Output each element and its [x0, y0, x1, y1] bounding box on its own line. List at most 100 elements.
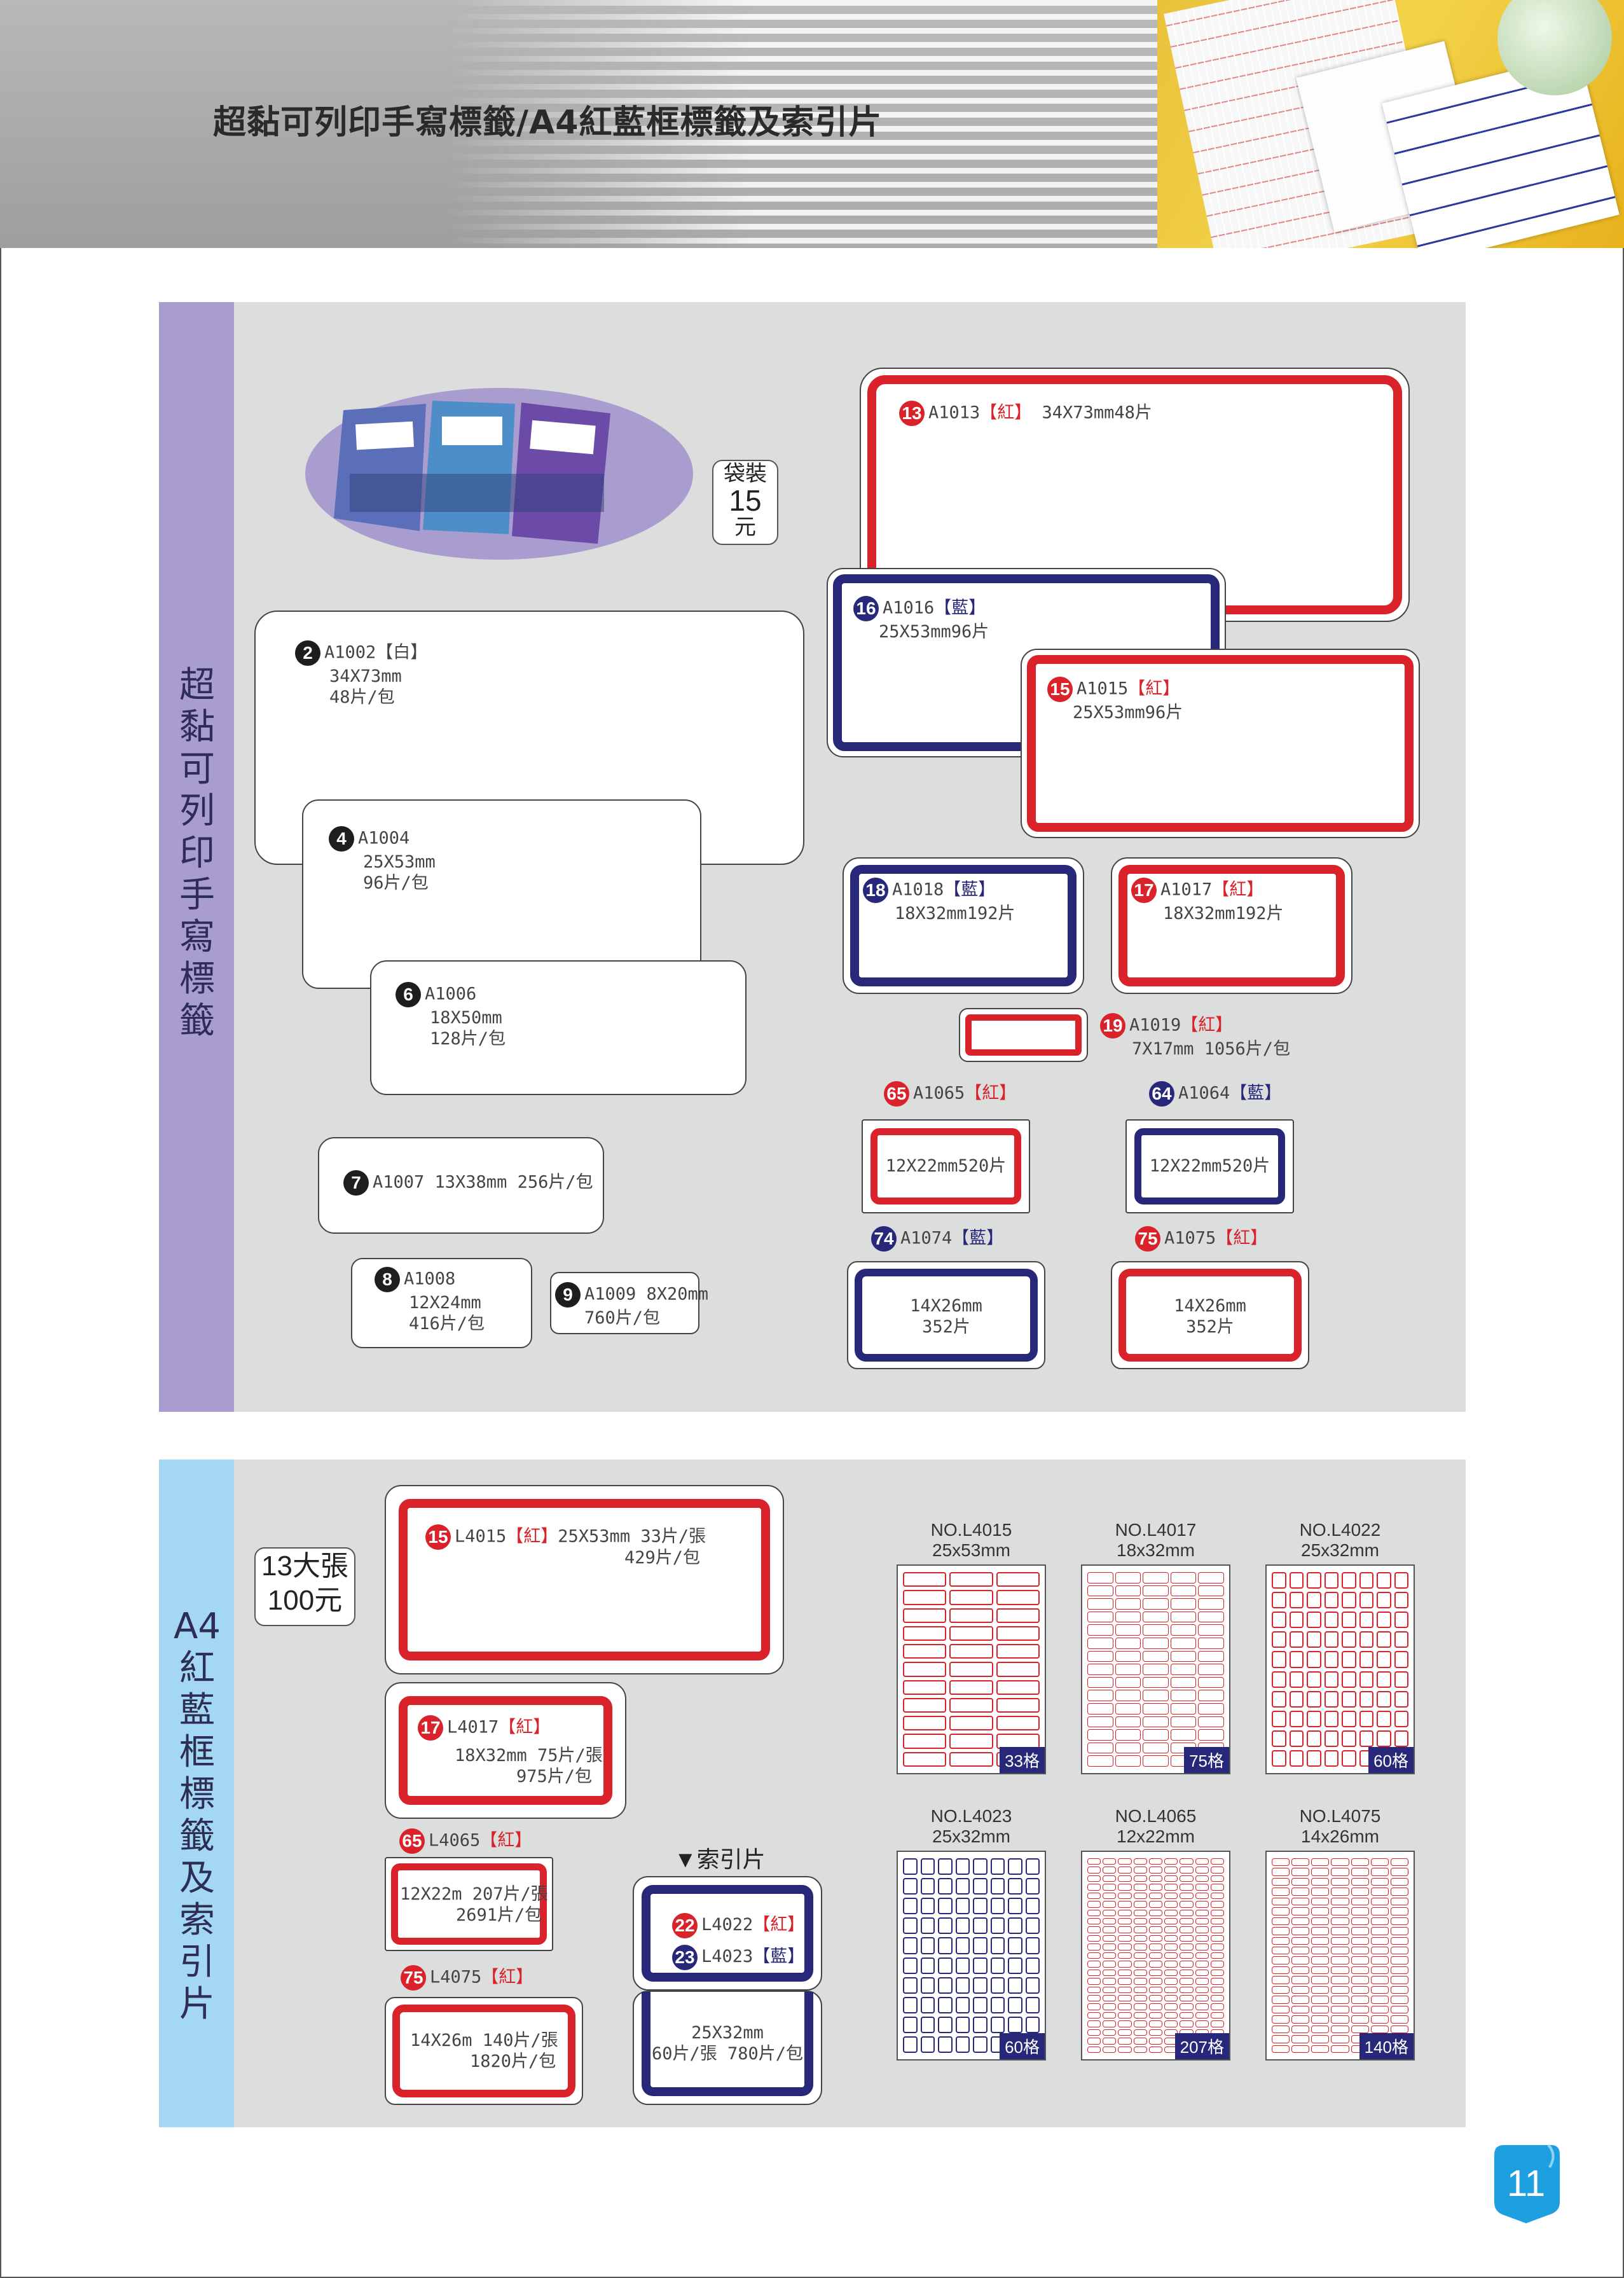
- item-qty: 352片: [1186, 1317, 1234, 1337]
- sheet-cell: [1087, 1676, 1113, 1688]
- sheet-cell: [1133, 1884, 1147, 1891]
- sheet-cell: [1272, 1888, 1290, 1896]
- sheet-preview: 140格: [1265, 1851, 1415, 2061]
- item-size: 14X26mm: [1174, 1296, 1246, 1316]
- sheet-cell: [990, 1858, 1005, 1875]
- item-spec: 18X32mm 75片/張: [455, 1746, 603, 1765]
- sheet-count-badge: 33格: [1000, 1747, 1045, 1773]
- sheet-cell: [1291, 1877, 1310, 1886]
- sheet-size: 14x26mm: [1301, 1826, 1379, 1846]
- sheet-cell: [1291, 1927, 1310, 1935]
- sheet-cell: [1180, 1926, 1194, 1933]
- item-number-badge: 74: [871, 1226, 897, 1252]
- price-tag: 袋裝 15 元: [712, 460, 778, 545]
- sheet-cell: [1118, 2020, 1132, 2027]
- sheet-cell: [996, 1626, 1040, 1641]
- sheet-cell: [1087, 1875, 1101, 1882]
- sheet-cell: [1148, 1892, 1163, 1900]
- sheet-cell: [1291, 1936, 1310, 1945]
- sheet-cell: [1342, 1572, 1356, 1589]
- sheet-cell: [1170, 1598, 1197, 1610]
- sheet-cell: [1311, 2005, 1330, 2014]
- sheet-cell: [903, 1898, 918, 1915]
- sheet-cell: [1164, 2029, 1178, 2036]
- sheet-cell: [1195, 1926, 1209, 1933]
- sheet-code: NO.L4075: [1299, 1806, 1381, 1826]
- sheet-cell: [1272, 1710, 1286, 1727]
- sheet-cell: [903, 1644, 947, 1659]
- sheet-cell: [1087, 1638, 1113, 1649]
- sheet-cell: [1025, 1957, 1040, 1974]
- sheet-cell: [1008, 1937, 1022, 1954]
- sheet-cell: [1118, 1858, 1132, 1865]
- sheet-cell: [1143, 1690, 1169, 1701]
- item-number-badge: 15: [1047, 677, 1073, 702]
- sheet-cell: [920, 1957, 935, 1974]
- sheet-cell: [973, 1898, 987, 1915]
- sheet-cell: [1008, 2016, 1022, 2033]
- sheet-cell: [973, 1937, 987, 1954]
- sheet-cell: [1115, 1742, 1141, 1754]
- sheet-cell: [1195, 1994, 1209, 2002]
- sheet-cell: [1307, 1690, 1321, 1708]
- item-qty: 429片/包: [624, 1548, 701, 1568]
- sheet-cell: [1148, 2038, 1163, 2045]
- sheet-cell: [1272, 1858, 1290, 1867]
- sheet-cell: [1342, 1592, 1356, 1609]
- sheet-cell: [1390, 2005, 1408, 2014]
- sheet-cell: [1180, 1909, 1194, 1917]
- item-qty: 352片: [922, 1317, 970, 1337]
- sheet-cell: [1331, 1907, 1349, 1916]
- sheet-cell: [1351, 1868, 1369, 1876]
- label-a1019: [959, 1008, 1088, 1062]
- item-code: L4075: [430, 1967, 482, 1987]
- sheet-cell: [1087, 1572, 1113, 1584]
- sheet-cell: [1210, 2020, 1224, 2027]
- sheet-cell: [1289, 1750, 1304, 1767]
- sheet-code: NO.L4015: [930, 1520, 1012, 1540]
- sheet-preview: 207格: [1081, 1851, 1230, 2061]
- sheet-cell: [1148, 1909, 1163, 1917]
- item-number-badge: 15: [425, 1524, 451, 1550]
- sheet-cell: [1324, 1690, 1338, 1708]
- sheet-cell: [1311, 2035, 1330, 2043]
- sheet-cell: [1133, 1986, 1147, 1993]
- sheet-cell: [1148, 1961, 1163, 1968]
- sheet-cell: [1087, 1729, 1113, 1741]
- sheet-cell: [1087, 1926, 1101, 1933]
- sheet-cell: [1103, 1892, 1117, 1900]
- sheet-cell: [1103, 2012, 1117, 2019]
- sheet-cell: [1087, 1703, 1113, 1715]
- sheet-cell: [920, 1858, 935, 1875]
- sheet-cell: [1103, 2046, 1117, 2053]
- item-size: 34X73mm: [329, 666, 402, 686]
- sheet-cell: [1210, 1867, 1224, 1874]
- item-number-badge: 9: [555, 1282, 581, 1308]
- sheet-cell: [955, 1858, 970, 1875]
- sheet-cell: [1115, 1729, 1141, 1741]
- sheet-cell: [1164, 1935, 1178, 1942]
- sheet-cell: [1180, 1952, 1194, 1959]
- sheet-cell: [1087, 1969, 1101, 1977]
- sheet-cell: [1148, 1875, 1163, 1882]
- sheet-cell: [1370, 2025, 1389, 2034]
- sheet-cell: [1351, 1877, 1369, 1886]
- sheet-cell: [1164, 1943, 1178, 1950]
- item-color: 【紅】: [1181, 1015, 1233, 1035]
- sheet-cell: [1390, 1888, 1408, 1896]
- sheet-cell: [1115, 1664, 1141, 1675]
- sheet-cell: [1377, 1671, 1391, 1688]
- sheet-cell: [1210, 1892, 1224, 1900]
- sheet-cell: [1164, 1986, 1178, 1993]
- item-qty: 128片/包: [430, 1029, 506, 1049]
- sheet-cell: [1311, 2015, 1330, 2024]
- sheet-cell: [1210, 1858, 1224, 1865]
- sheet-cell: [1180, 2020, 1194, 2027]
- item-number-badge: 65: [399, 1828, 425, 1854]
